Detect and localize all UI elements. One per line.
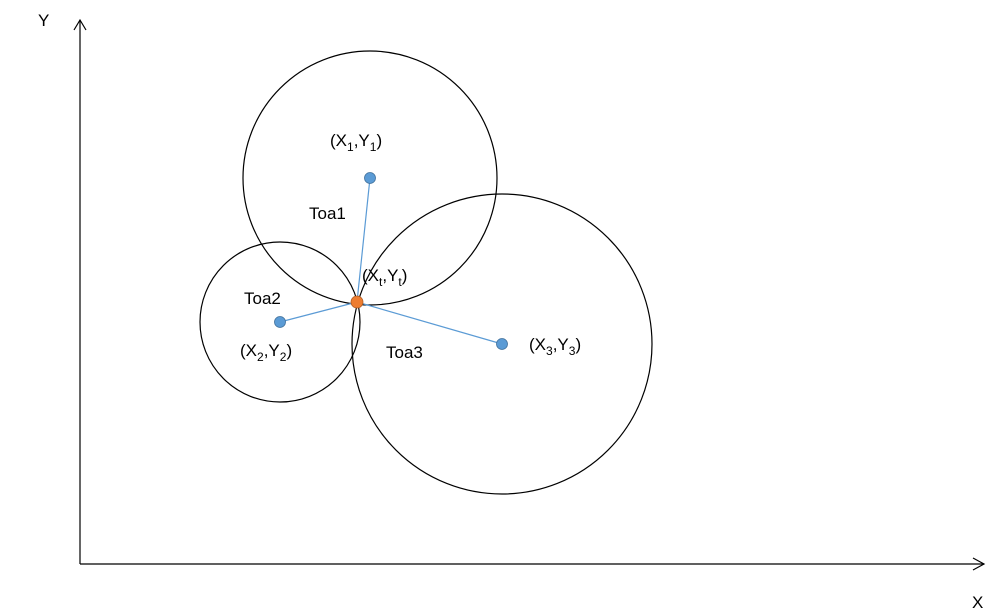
line-target-anchor2 xyxy=(279,301,358,323)
x-axis-label: X xyxy=(972,593,983,612)
anchor-points xyxy=(274,172,508,350)
anchor1-coord-label: (X1,Y1) xyxy=(330,131,382,154)
line-target-anchor1 xyxy=(356,177,371,303)
toa2-circle xyxy=(199,241,361,403)
target-coord-label: (Xt,Yt) xyxy=(362,266,407,289)
toa1-label: Toa1 xyxy=(309,204,346,223)
anchor1-point xyxy=(364,172,376,184)
anchor2-coord-label: (X2,Y2) xyxy=(240,341,292,364)
target-point xyxy=(350,295,364,309)
anchor3-point xyxy=(496,338,508,350)
x-axis-arrow xyxy=(972,557,986,571)
anchor2-point xyxy=(274,316,286,328)
toa3-label: Toa3 xyxy=(386,343,423,362)
anchor3-coord-label: (X3,Y3) xyxy=(529,335,581,358)
distance-lines xyxy=(279,177,503,345)
y-axis-label: Y xyxy=(38,11,49,30)
toa2-label: Toa2 xyxy=(244,289,281,308)
axes: Y X xyxy=(38,11,986,612)
line-target-anchor3 xyxy=(356,301,503,345)
toa3-circle xyxy=(351,193,653,495)
toa1-circle xyxy=(242,50,498,306)
y-axis-arrow xyxy=(73,18,87,31)
toa-circles xyxy=(199,50,653,495)
